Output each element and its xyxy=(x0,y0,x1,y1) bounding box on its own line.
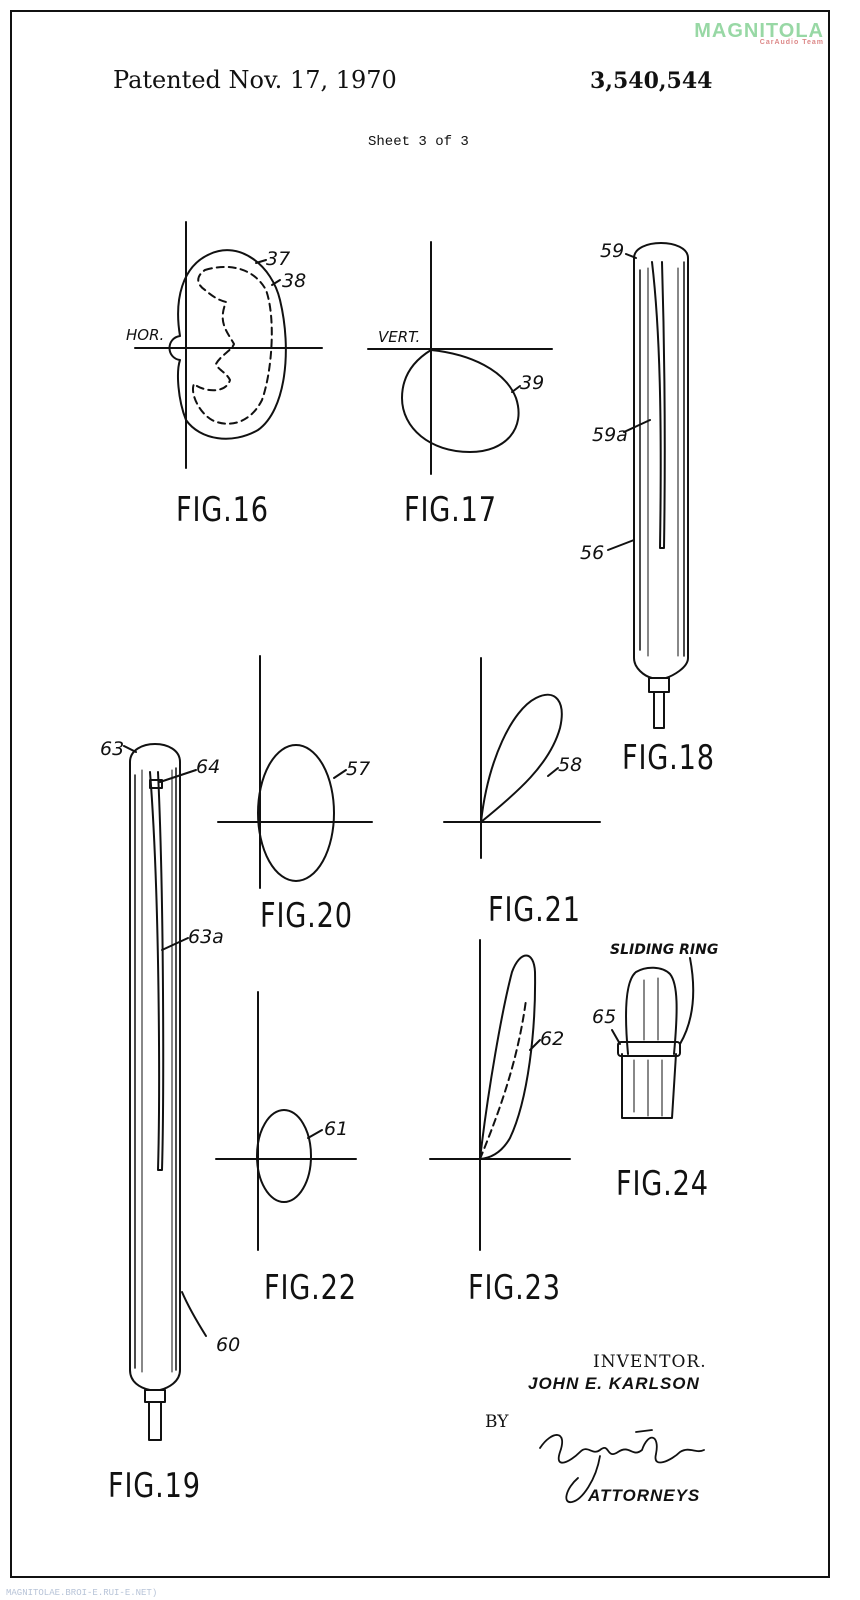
fig16-label: FIG.16 xyxy=(176,490,269,530)
ref-39: 39 xyxy=(520,372,545,394)
ref-56: 56 xyxy=(580,542,605,564)
fig18-label: FIG.18 xyxy=(622,738,715,778)
ref-64: 64 xyxy=(196,756,221,778)
patent-date: Patented Nov. 17, 1970 xyxy=(113,66,397,94)
inventor-name: JOHN E. KARLSON xyxy=(528,1374,700,1393)
fig23-drawing xyxy=(429,939,571,1251)
ref-59: 59 xyxy=(600,240,625,262)
fig19-label: FIG.19 xyxy=(108,1466,201,1506)
fig19-drawing xyxy=(123,743,207,1441)
fig24-label: FIG.24 xyxy=(616,1164,709,1204)
fig22-label: FIG.22 xyxy=(264,1268,357,1308)
ref-63: 63 xyxy=(100,738,125,760)
fig20-label: FIG.20 xyxy=(260,896,353,936)
attorneys-label: ATTORNEYS xyxy=(588,1486,701,1505)
ref-37: 37 xyxy=(266,248,291,270)
sheet-indicator: Sheet 3 of 3 xyxy=(368,134,469,150)
ref-63a: 63a xyxy=(188,926,224,948)
fig24-drawing xyxy=(611,957,695,1119)
axis-hor: HOR. xyxy=(126,326,165,344)
fig22-drawing xyxy=(215,991,357,1251)
sliding-ring-annotation: SLIDING RING xyxy=(610,942,719,958)
fig17-label: FIG.17 xyxy=(404,490,497,530)
ref-62: 62 xyxy=(540,1028,565,1050)
fig20-drawing xyxy=(217,655,373,889)
ref-58: 58 xyxy=(558,754,583,776)
ref-60: 60 xyxy=(216,1334,241,1356)
footer-watermark: MAGNITOLAE.BROI-E.RUI-E.NET) xyxy=(6,1588,158,1598)
ref-59a: 59a xyxy=(592,424,628,446)
by-label: BY xyxy=(485,1412,509,1432)
inventor-title: INVENTOR. xyxy=(593,1352,707,1372)
fig21-drawing xyxy=(443,657,601,859)
fig21-label: FIG.21 xyxy=(488,890,581,930)
fig18-drawing xyxy=(607,242,689,729)
ref-65: 65 xyxy=(592,1006,617,1028)
watermark-logo: MAGNITOLA CarAudio Team xyxy=(694,20,824,46)
fig23-label: FIG.23 xyxy=(468,1268,561,1308)
ref-57: 57 xyxy=(346,758,371,780)
fig16-drawing xyxy=(134,221,323,469)
ref-61: 61 xyxy=(324,1118,349,1140)
fig17-drawing xyxy=(367,241,553,475)
axis-vert: VERT. xyxy=(378,328,421,346)
attorney-signature xyxy=(539,1429,705,1503)
patent-number: 3,540,544 xyxy=(590,68,713,94)
ref-38: 38 xyxy=(282,270,307,292)
patent-sheet xyxy=(10,10,830,1578)
